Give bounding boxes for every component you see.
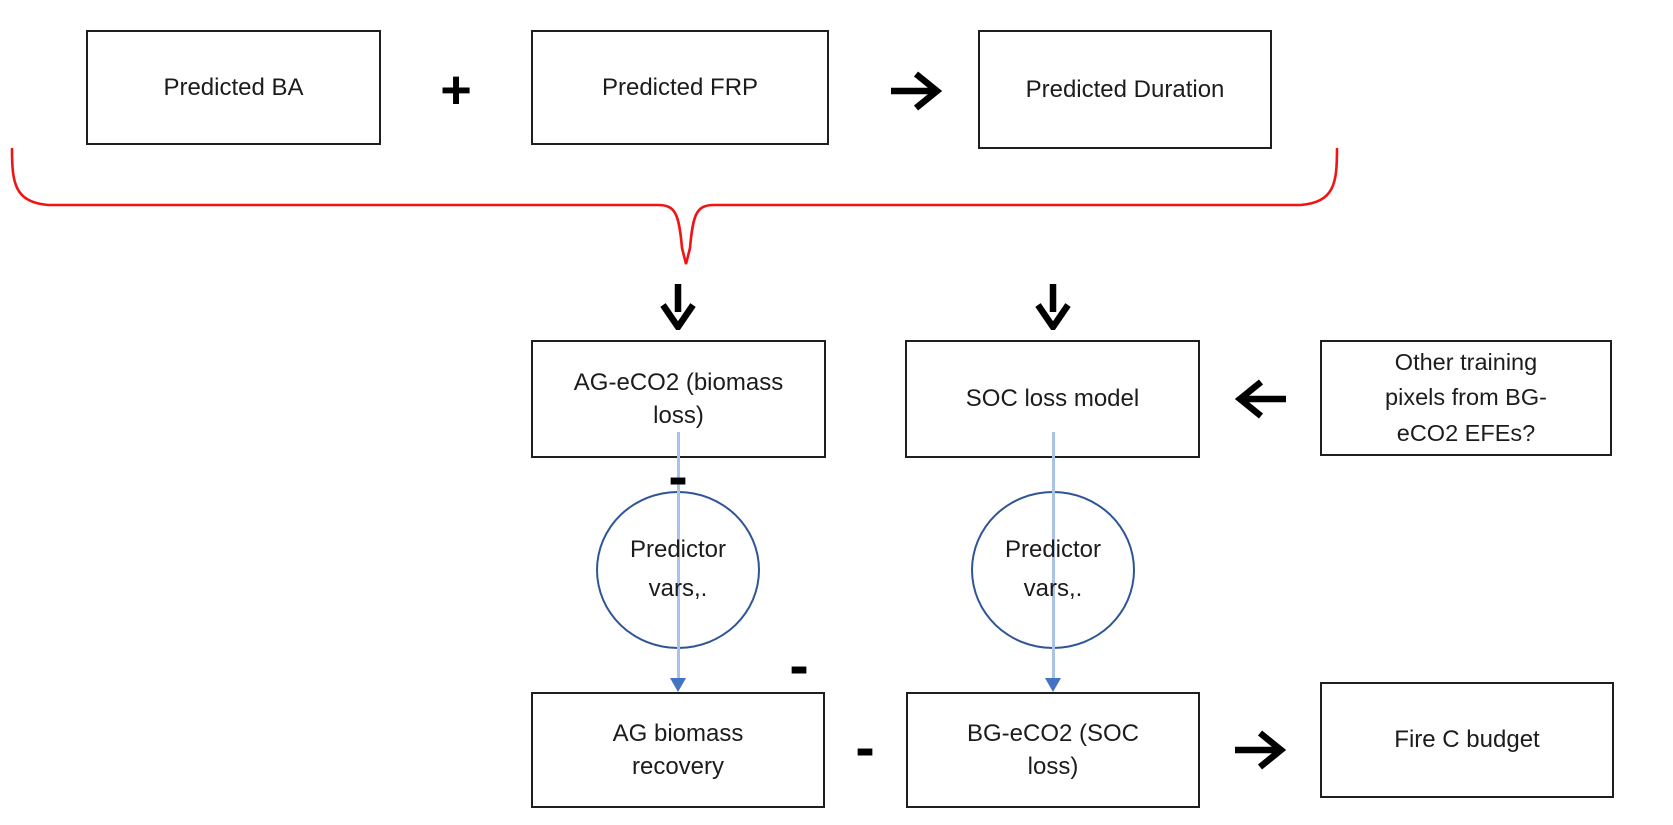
connector-line-right — [1052, 432, 1055, 678]
node-predicted-duration: Predicted Duration — [978, 30, 1272, 149]
node-fire-c-budget: Fire C budget — [1320, 682, 1614, 798]
node-ag-biomass-recovery: AG biomass recovery — [531, 692, 825, 808]
connector-arrow-icon — [670, 678, 686, 692]
minus-operator-ag: - — [668, 444, 688, 509]
arrow-right-icon — [1235, 730, 1287, 770]
node-other-training-pixels: Other training pixels from BG- eCO2 EFEs… — [1320, 340, 1612, 456]
node-bg-eco2-soc-loss: BG-eCO2 (SOC loss) — [906, 692, 1200, 808]
node-ag-eco2-biomass-loss: AG-eCO2 (biomass loss) — [531, 340, 826, 458]
plus-operator: + — [440, 60, 472, 120]
arrow-down-icon — [660, 284, 696, 330]
arrow-right-icon — [891, 71, 943, 111]
connector-arrow-icon — [1045, 678, 1061, 692]
arrow-down-icon — [1035, 284, 1071, 330]
circle-predictor-vars-right-label: Predictor vars,. — [1004, 536, 1102, 602]
connector-line-left — [677, 432, 680, 678]
node-predicted-frp: Predicted FRP — [531, 30, 829, 145]
node-predicted-ba: Predicted BA — [86, 30, 381, 145]
circle-predictor-vars-left-label: Predictor vars,. — [629, 536, 727, 602]
minus-operator-recovery: - — [789, 633, 809, 698]
arrow-left-icon — [1234, 379, 1286, 419]
minus-operator-between: - — [855, 715, 875, 780]
